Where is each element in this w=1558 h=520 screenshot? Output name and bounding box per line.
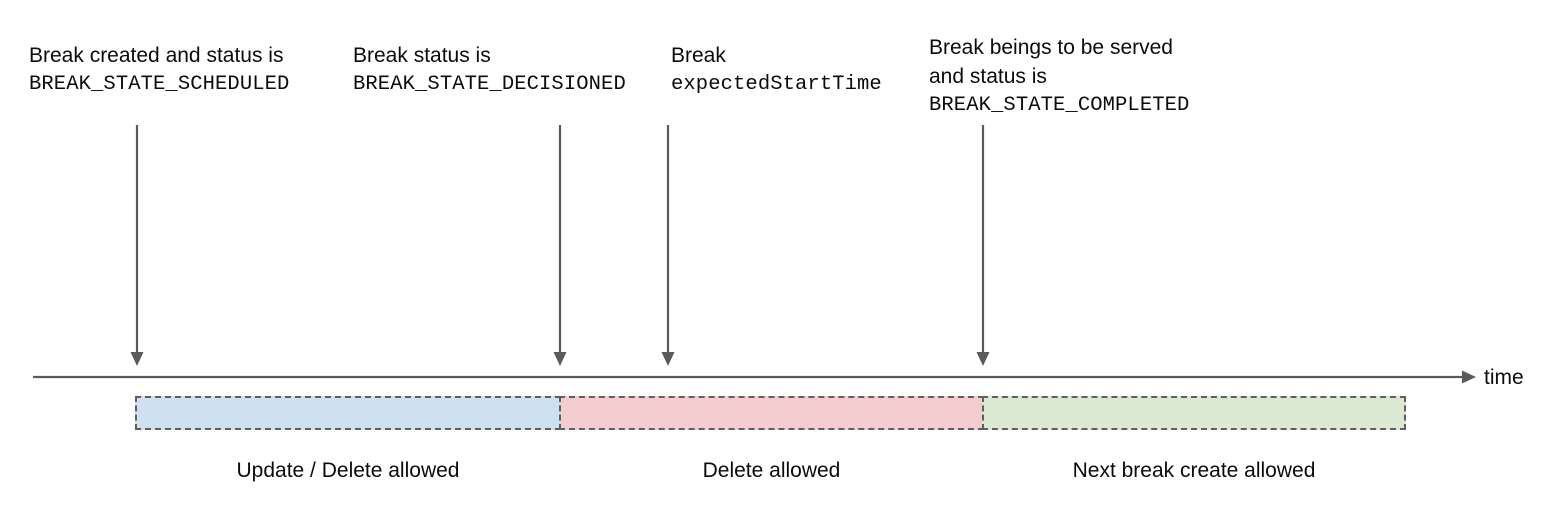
annotation-break-created: Break created and status is BREAK_STATE_… — [29, 41, 289, 99]
annotation-prose-line-1: Break created and status is — [29, 44, 284, 67]
arrow-head-completed — [976, 352, 990, 366]
arrow-head-decisioned — [553, 352, 567, 366]
annotation-status-code: BREAK_STATE_SCHEDULED — [29, 73, 290, 96]
time-axis-label: time — [1484, 366, 1524, 389]
arrow-head-scheduled — [130, 352, 144, 366]
annotation-prose-line-2: and status is — [929, 65, 1047, 88]
annotation-break-expected-start-time: Break expectedStartTime — [671, 41, 882, 99]
phase-bar-scheduled — [135, 396, 561, 430]
annotation-break-decisioned: Break status is BREAK_STATE_DECISIONED — [353, 41, 626, 99]
phase-caption-scheduled: Update / Delete allowed — [236, 459, 460, 482]
annotation-prose-line-1: Break status is — [353, 44, 491, 67]
annotation-status-code: BREAK_STATE_DECISIONED — [353, 73, 626, 96]
annotation-prose-line-1: Break beings to be served — [929, 36, 1173, 59]
phase-caption-completed: Next break create allowed — [1072, 459, 1316, 482]
phase-bar-decisioned — [559, 396, 984, 430]
arrow-right-icon — [1462, 370, 1476, 384]
phase-bar-completed — [982, 396, 1406, 430]
annotation-field-code: expectedStartTime — [671, 73, 882, 96]
annotation-prose-line-1: Break — [671, 44, 726, 67]
phase-caption-decisioned: Delete allowed — [702, 459, 841, 482]
arrow-head-expected-start — [661, 352, 675, 366]
annotation-status-code: BREAK_STATE_COMPLETED — [929, 94, 1190, 117]
annotation-break-completed: Break beings to be served and status is … — [929, 33, 1189, 120]
